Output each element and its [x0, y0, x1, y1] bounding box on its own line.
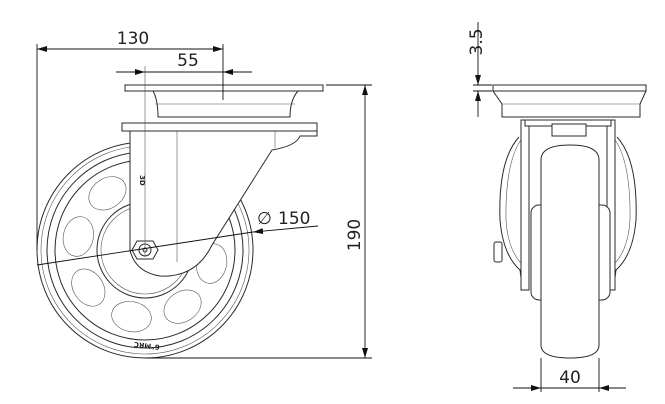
fork: 3D [129, 130, 318, 277]
diameter-symbol: ∅ [257, 209, 272, 229]
fork-label: 3D [138, 175, 146, 186]
wheel-label: 6"MRC [133, 340, 160, 351]
dim-150-label: 150 [278, 209, 310, 229]
dimension-diameter-150: ∅ 150 [36, 209, 319, 266]
dimension-190: 190 [145, 84, 372, 359]
wheel-spoke-lobe [163, 289, 202, 324]
side-view: 6"MRC 3D [36, 66, 324, 359]
dim-3-5-label: 3.5 [467, 28, 487, 55]
dim-190-label: 190 [345, 219, 365, 251]
dim-40-label: 40 [559, 368, 581, 388]
dim-130-label: 130 [117, 29, 149, 49]
dim-55-label: 55 [177, 51, 199, 71]
dimension-55: 55 [116, 51, 252, 75]
dimension-3-5: 3.5 [467, 22, 492, 117]
dimension-40: 40 [513, 358, 626, 392]
wheel-spoke-lobe [71, 268, 106, 307]
front-view [492, 84, 647, 359]
wheel-spoke-lobe [62, 216, 94, 257]
wheel-spoke-lobe [111, 301, 152, 333]
top-plate [121, 84, 324, 132]
dimension-130: 130 [36, 29, 224, 250]
wheel-spoke-lobe [88, 176, 127, 211]
